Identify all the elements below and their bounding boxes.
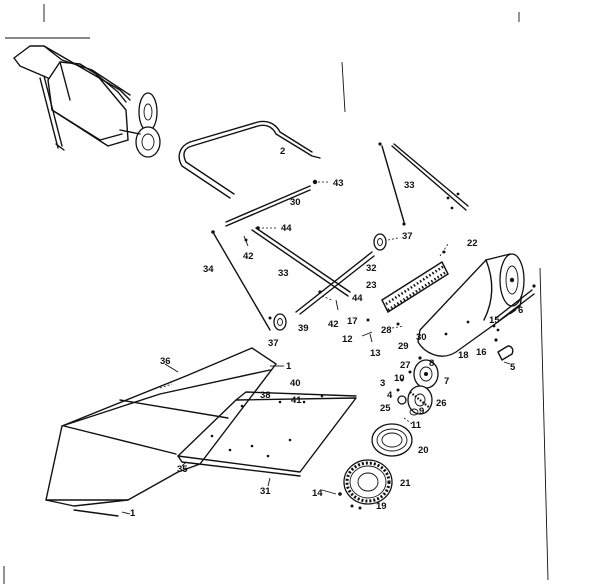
callout-26: 26 bbox=[436, 398, 447, 409]
callout-6: 6 bbox=[518, 305, 523, 316]
callout-10: 10 bbox=[394, 373, 405, 384]
callout-33: 33 bbox=[278, 268, 289, 279]
callout-19: 19 bbox=[376, 501, 387, 512]
frame-panel-31 bbox=[177, 391, 357, 477]
callout-28: 28 bbox=[381, 325, 392, 336]
callout-labels: 2 43 30 33 44 42 37 34 33 32 22 23 44 42… bbox=[130, 146, 523, 519]
callout-1: 1 bbox=[130, 508, 136, 519]
callout-42: 42 bbox=[243, 251, 254, 262]
callout-31: 31 bbox=[260, 486, 271, 497]
scan-mark bbox=[341, 61, 346, 113]
callout-22: 22 bbox=[467, 238, 478, 249]
callout-39: 39 bbox=[298, 323, 309, 334]
callout-29: 29 bbox=[398, 341, 409, 352]
pinion-26 bbox=[407, 385, 433, 415]
axle-32 bbox=[295, 251, 373, 313]
callout-23: 23 bbox=[366, 280, 377, 291]
hopper-bag-36 bbox=[45, 347, 277, 517]
bushing-39 bbox=[273, 313, 287, 331]
callout-20: 20 bbox=[418, 445, 429, 456]
callout-37: 37 bbox=[402, 231, 413, 242]
brush-housing-22 bbox=[417, 253, 525, 357]
rod-33-right bbox=[381, 145, 405, 223]
rod-34-left bbox=[213, 233, 271, 331]
callout-30: 30 bbox=[290, 197, 301, 208]
callout-40: 40 bbox=[290, 378, 301, 389]
callout-44: 44 bbox=[352, 293, 363, 304]
callout-18: 18 bbox=[458, 350, 469, 361]
assembled-sweeper-illustration bbox=[13, 45, 161, 158]
callout-3: 3 bbox=[380, 378, 385, 389]
cap-5 bbox=[497, 345, 514, 361]
handle-tube-30 bbox=[225, 185, 311, 223]
callout-37: 37 bbox=[268, 338, 279, 349]
leader-lines bbox=[121, 309, 517, 515]
hub-20 bbox=[371, 423, 413, 457]
rod-33-lower bbox=[251, 229, 349, 297]
callout-1: 1 bbox=[286, 361, 292, 372]
callout-38: 38 bbox=[260, 390, 271, 401]
callout-8: 8 bbox=[429, 358, 434, 369]
washer-4 bbox=[397, 395, 407, 405]
brush-23 bbox=[381, 261, 449, 313]
callout-13: 13 bbox=[370, 348, 381, 359]
callout-7: 7 bbox=[444, 376, 449, 387]
callout-44: 44 bbox=[281, 223, 292, 234]
callout-21: 21 bbox=[400, 478, 411, 489]
callout-41: 41 bbox=[291, 395, 302, 406]
gear-7 bbox=[413, 359, 439, 389]
bushing-37-upper bbox=[373, 233, 387, 251]
callout-12: 12 bbox=[342, 334, 353, 345]
callout-30: 30 bbox=[416, 332, 427, 343]
callout-15: 15 bbox=[489, 315, 500, 326]
callout-32: 32 bbox=[366, 263, 377, 274]
handle-upper-u bbox=[183, 124, 321, 195]
callout-25: 25 bbox=[380, 403, 391, 414]
callout-36: 36 bbox=[160, 356, 171, 367]
scan-mark bbox=[539, 267, 549, 581]
callout-11: 11 bbox=[411, 420, 422, 431]
callout-27: 27 bbox=[400, 360, 411, 371]
callout-43: 43 bbox=[333, 178, 344, 189]
callout-5: 5 bbox=[510, 362, 516, 373]
wheel-21 bbox=[343, 459, 393, 505]
callout-2: 2 bbox=[280, 146, 285, 157]
callout-42: 42 bbox=[328, 319, 339, 330]
callout-14: 14 bbox=[312, 488, 323, 499]
rod-33-right-b bbox=[391, 145, 467, 211]
callout-16: 16 bbox=[476, 347, 487, 358]
rod-6 bbox=[495, 289, 533, 319]
callout-17: 17 bbox=[347, 316, 358, 327]
callout-9: 9 bbox=[419, 406, 424, 417]
callout-34: 34 bbox=[203, 264, 214, 275]
callout-4: 4 bbox=[387, 390, 393, 401]
callout-35: 35 bbox=[177, 464, 188, 475]
handle-upper-u-edge bbox=[178, 120, 313, 199]
callout-33: 33 bbox=[404, 180, 415, 191]
bolt-43 bbox=[312, 179, 318, 185]
